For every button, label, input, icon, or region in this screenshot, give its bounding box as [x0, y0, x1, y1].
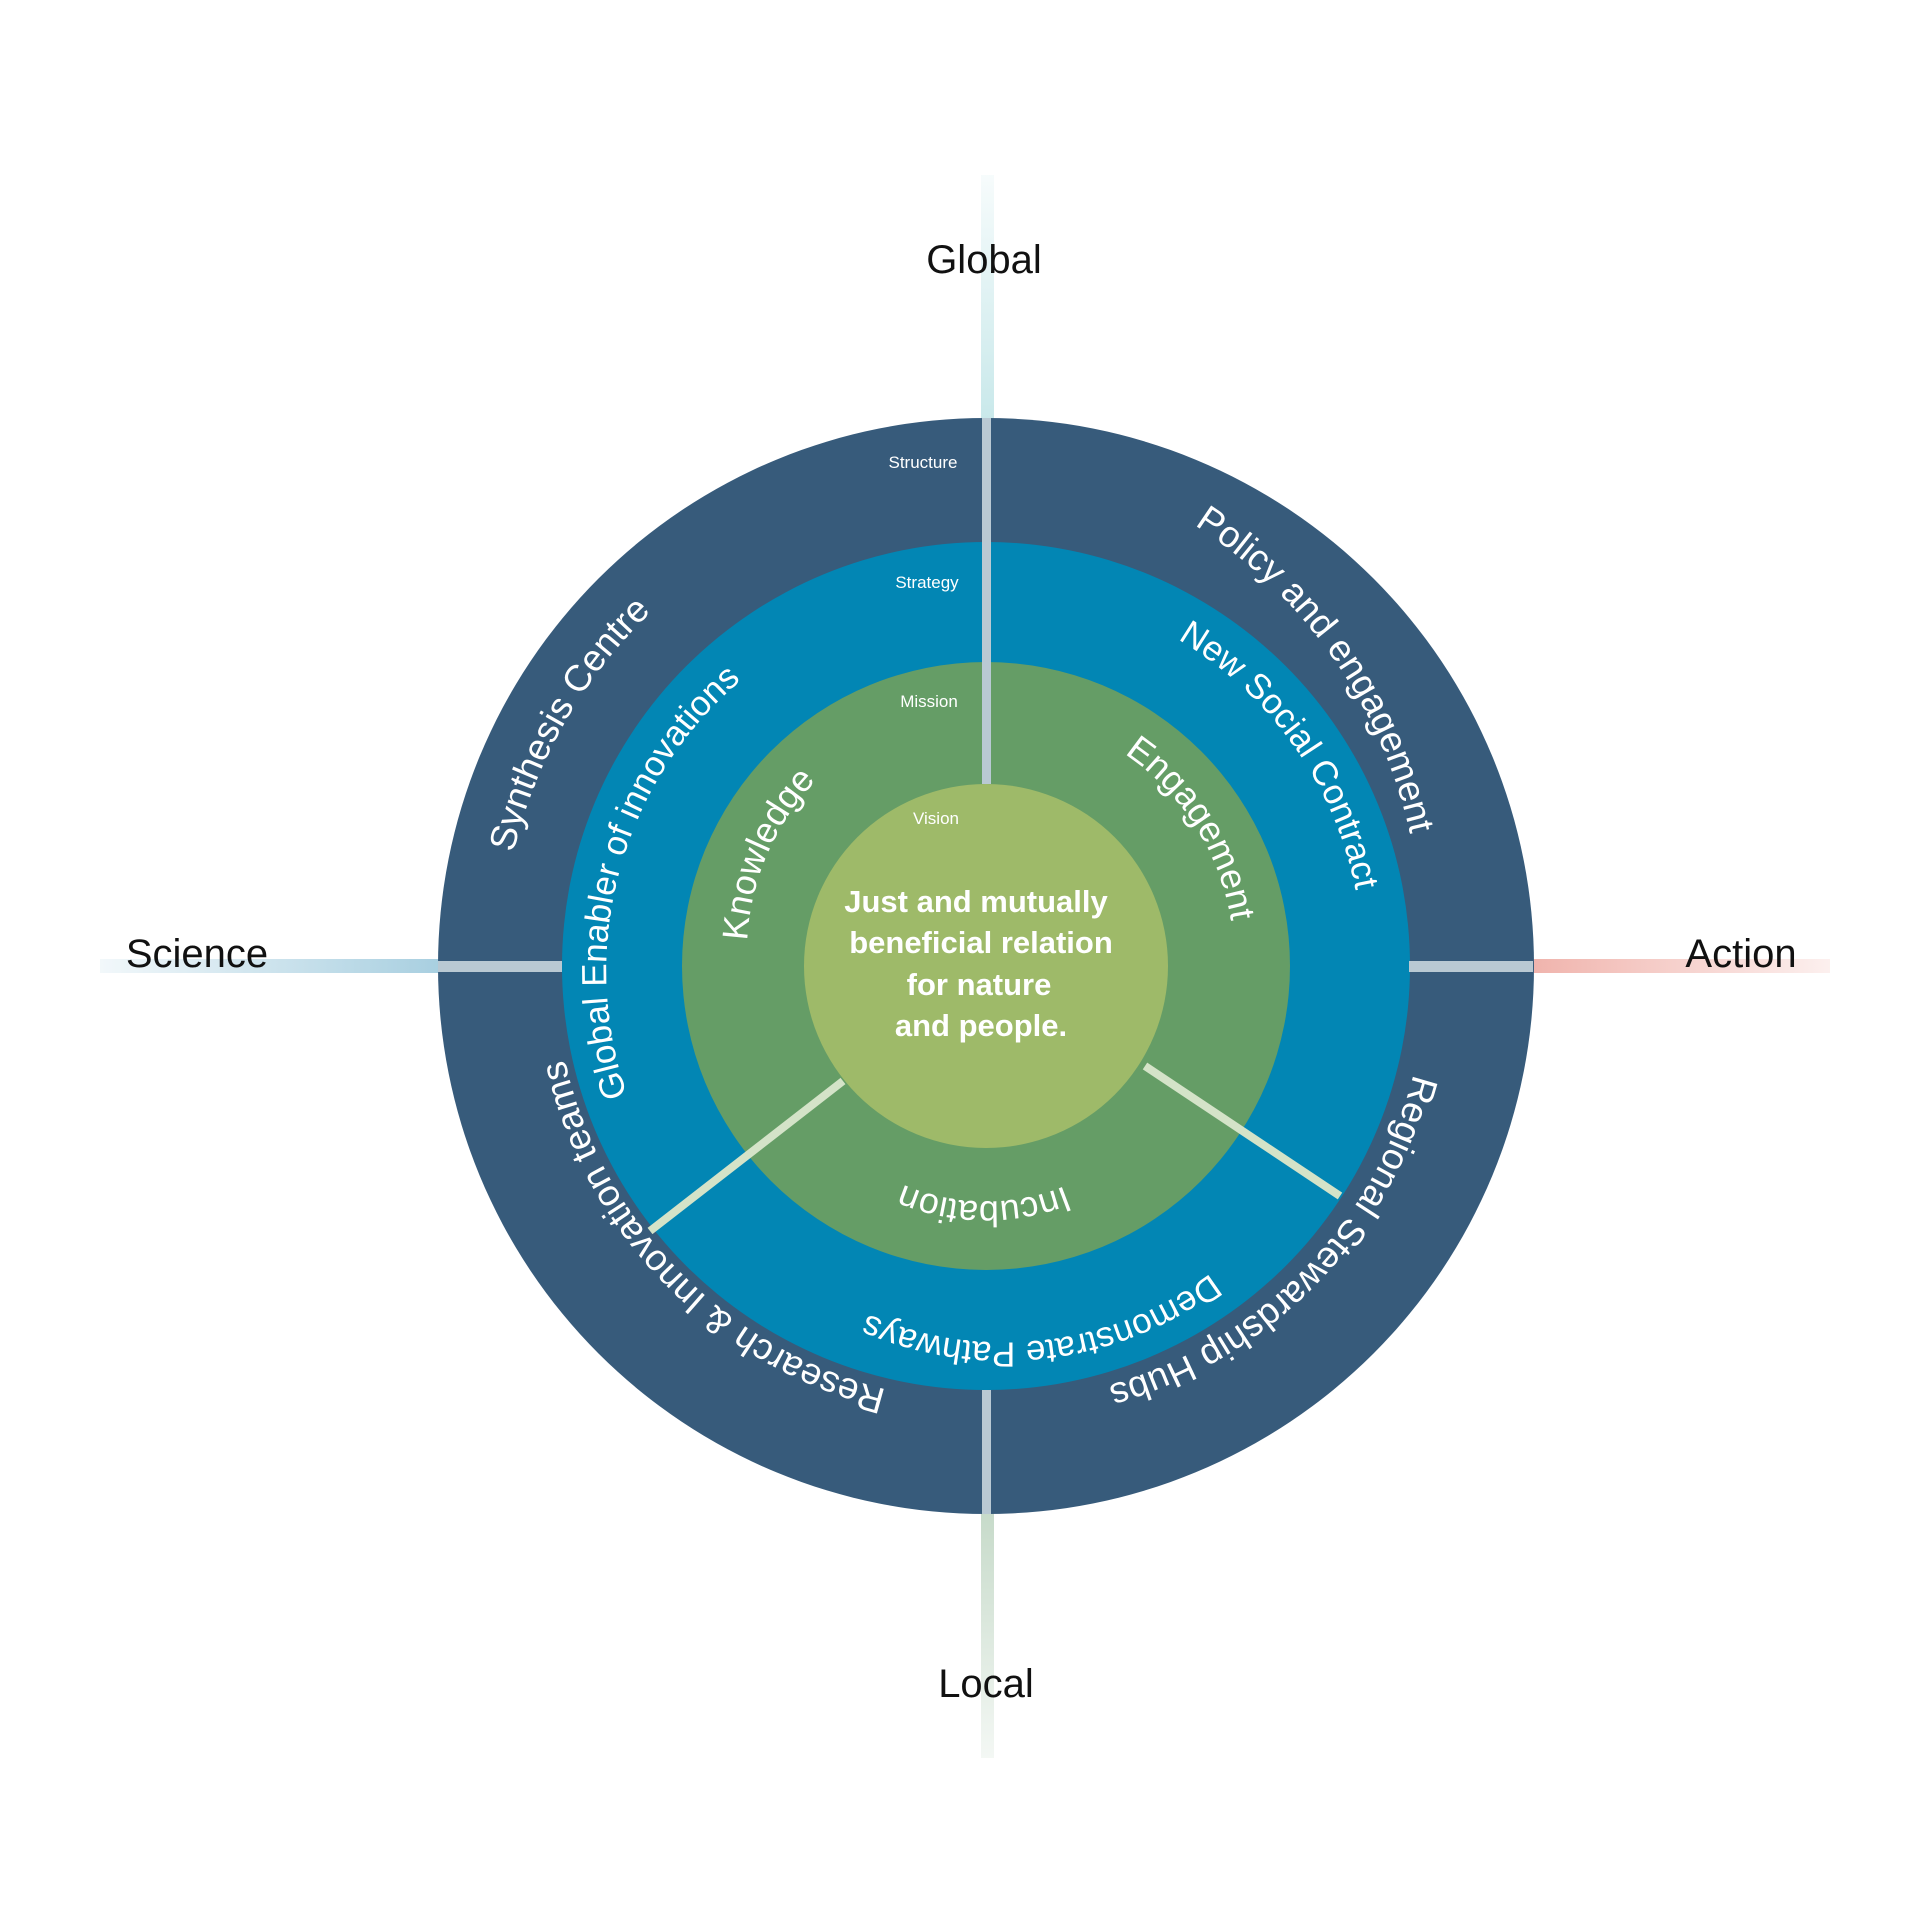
vision-core — [804, 784, 1168, 1148]
divider-bottom — [982, 1390, 991, 1514]
mission-divider-right — [1142, 1062, 1343, 1200]
divider-top — [982, 418, 991, 784]
vision-line-2: beneficial relation — [849, 925, 1113, 960]
mission-divider-left — [647, 1077, 846, 1235]
axis-line-right — [1530, 959, 1830, 973]
layer-label-vision: Vision — [913, 809, 959, 828]
axis-label-local: Local — [938, 1662, 1034, 1706]
divider-right — [1409, 961, 1533, 972]
layer-label-mission: Mission — [900, 692, 958, 711]
axis-label-action: Action — [1685, 932, 1796, 976]
axis-line-left — [100, 959, 440, 973]
vision-line-3: for nature — [907, 967, 1052, 1002]
axis-line-top — [981, 175, 994, 423]
vision-line-4: and people. — [895, 1008, 1067, 1043]
axis-label-science: Science — [126, 932, 268, 976]
layer-label-strategy: Strategy — [895, 573, 959, 592]
divider-left — [438, 961, 562, 972]
axis-line-bottom — [981, 1510, 994, 1758]
axis-label-global: Global — [926, 238, 1042, 282]
layer-label-structure: Structure — [889, 453, 958, 472]
vision-line-1: Just and mutually — [844, 884, 1108, 919]
